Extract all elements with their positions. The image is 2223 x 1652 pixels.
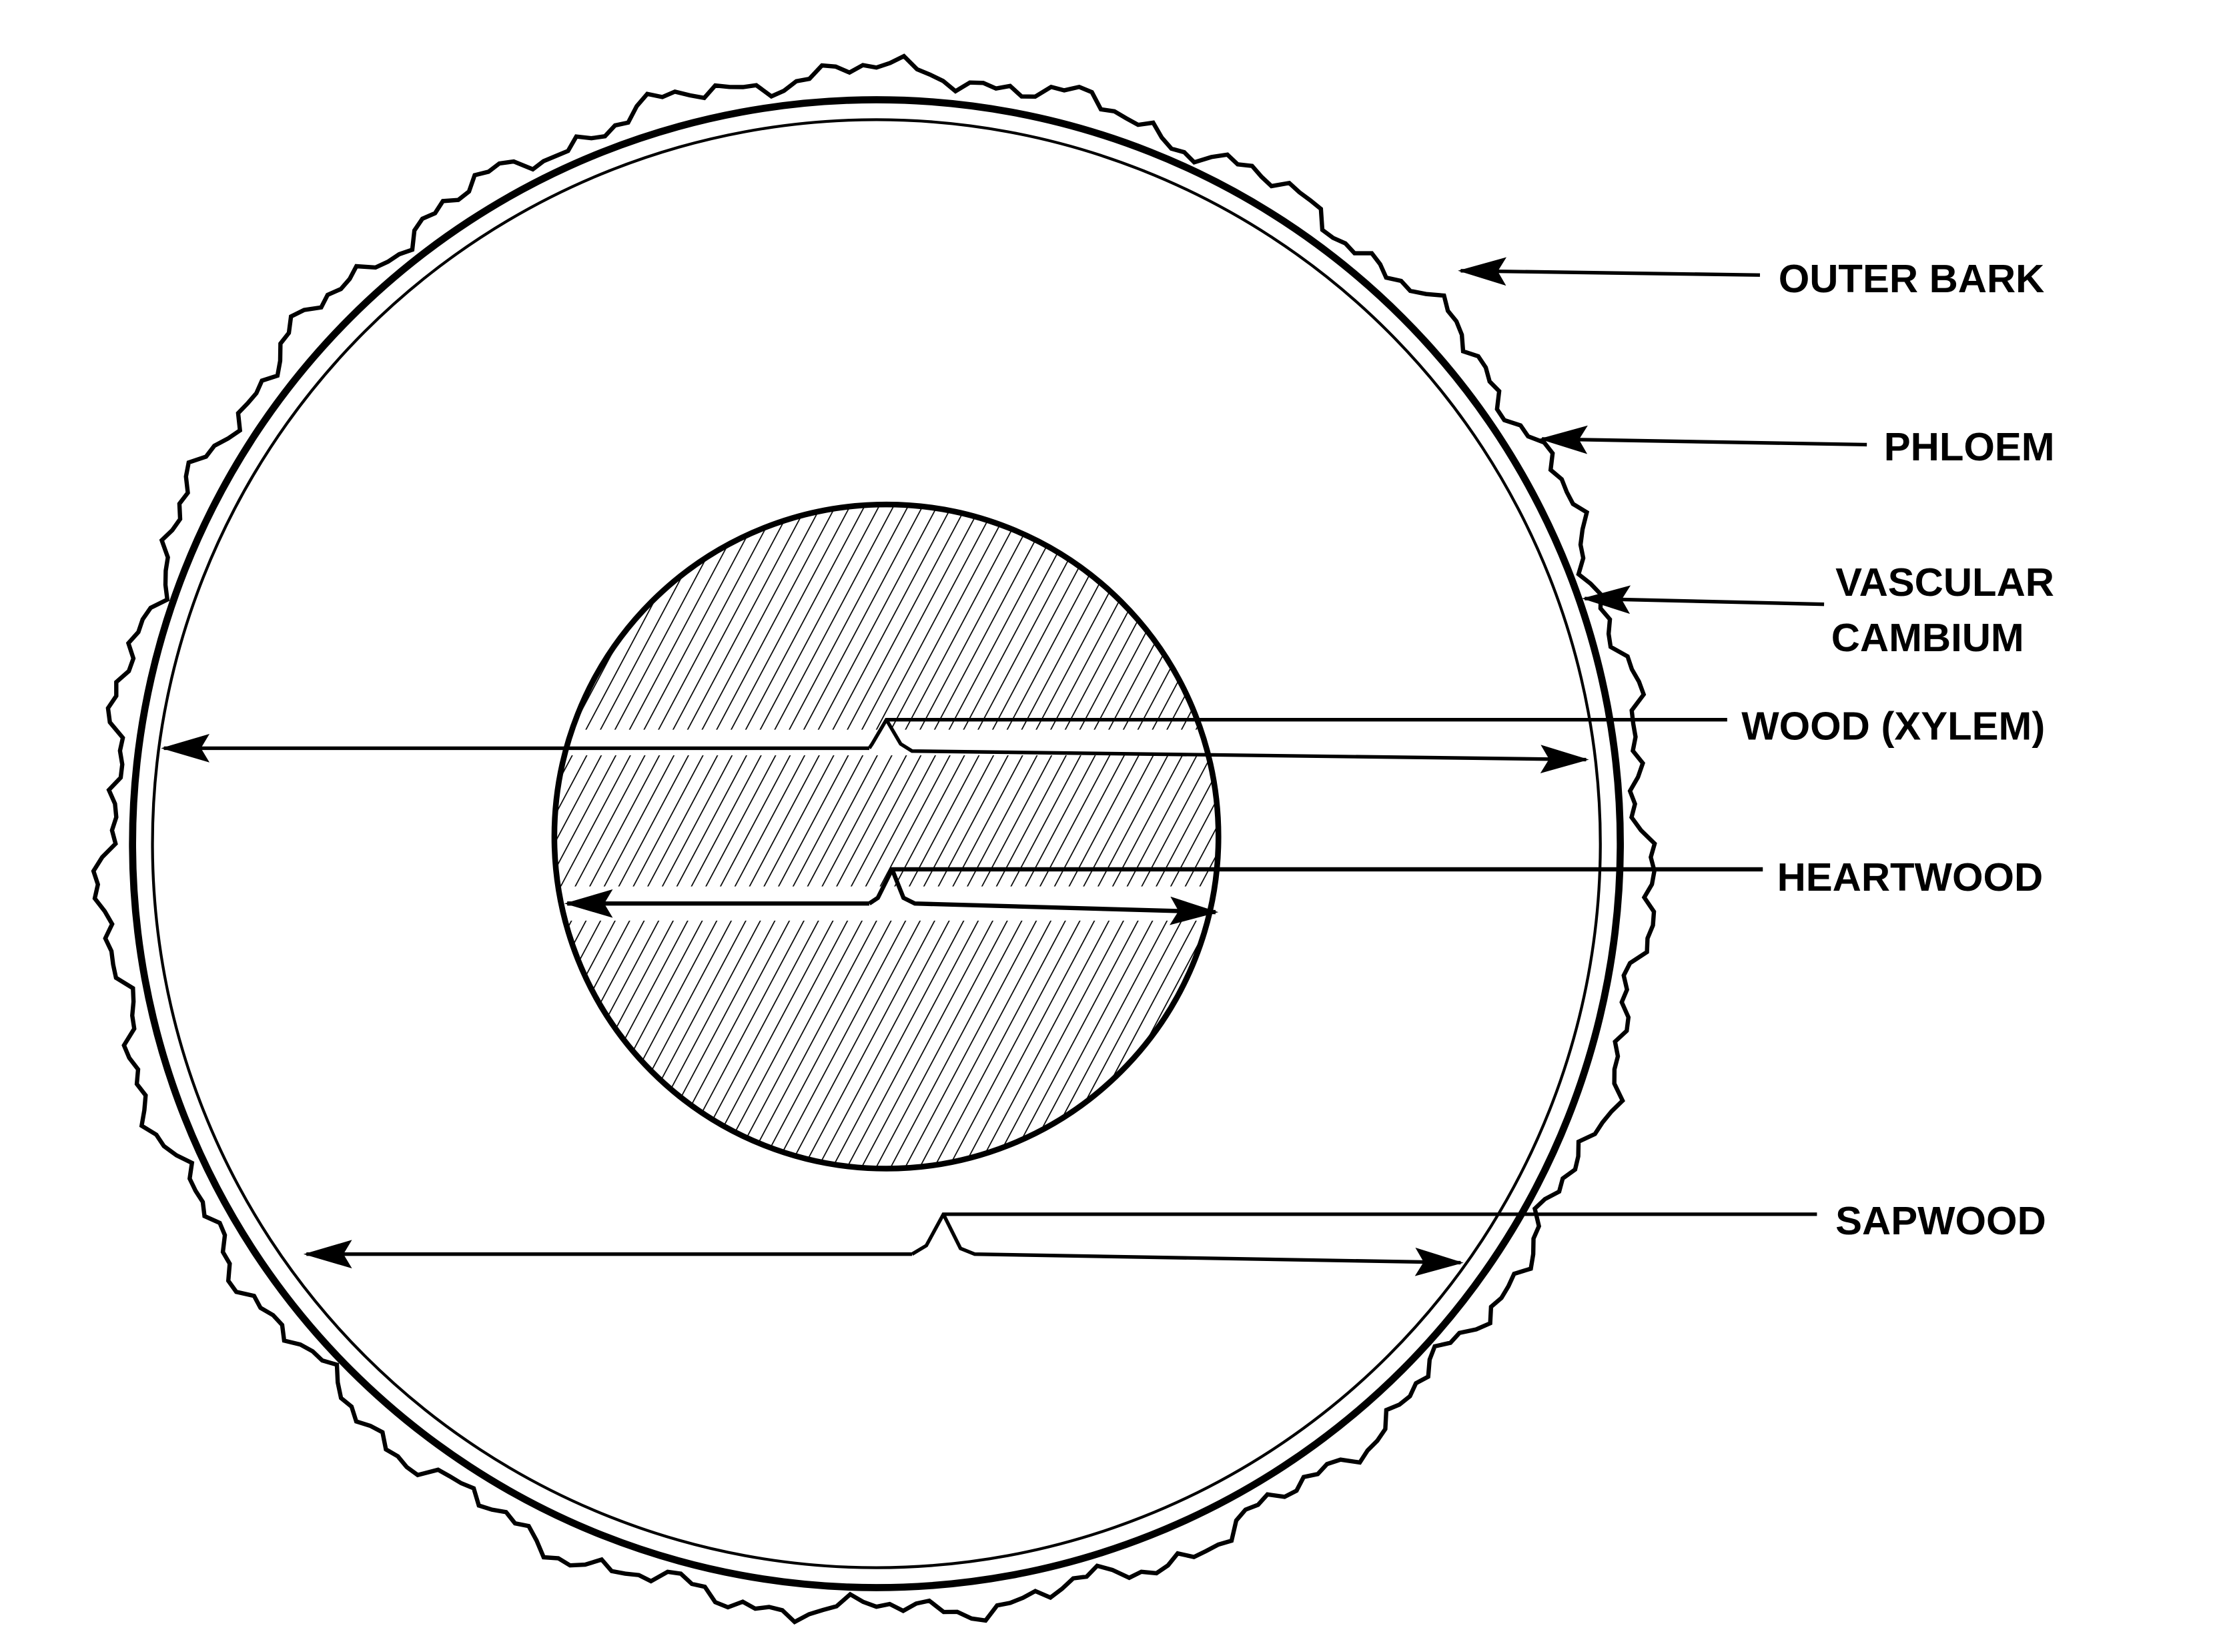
- label-sapwood: SAPWOOD: [1835, 1198, 2046, 1243]
- outer-bark-outline: [91, 53, 1657, 1625]
- outer-bark-leader: [1458, 257, 1760, 286]
- vascular-cambium-leader: [1581, 585, 1825, 614]
- vascular-cambium-ring: [151, 118, 1602, 1569]
- heartwood-dimension-arrows: [564, 867, 1763, 925]
- label-heartwood: HEARTWOOD: [1777, 855, 2044, 899]
- label-wood-xylem: WOOD (XYLEM): [1741, 704, 2045, 749]
- label-phloem: PHLOEM: [1884, 424, 2055, 469]
- heartwood-region: [551, 501, 1222, 1172]
- label-vascular-cambium-line1: VASCULAR: [1835, 560, 2054, 604]
- label-vascular-cambium-line2: CAMBIUM: [1831, 615, 2024, 660]
- phloem-leader: [1538, 425, 1867, 454]
- sapwood-dimension-arrows: [303, 1212, 1817, 1276]
- phloem-ring: [129, 96, 1624, 1591]
- wood-dimension-arrows: [161, 718, 1727, 773]
- label-outer-bark: OUTER BARK: [1779, 256, 2045, 301]
